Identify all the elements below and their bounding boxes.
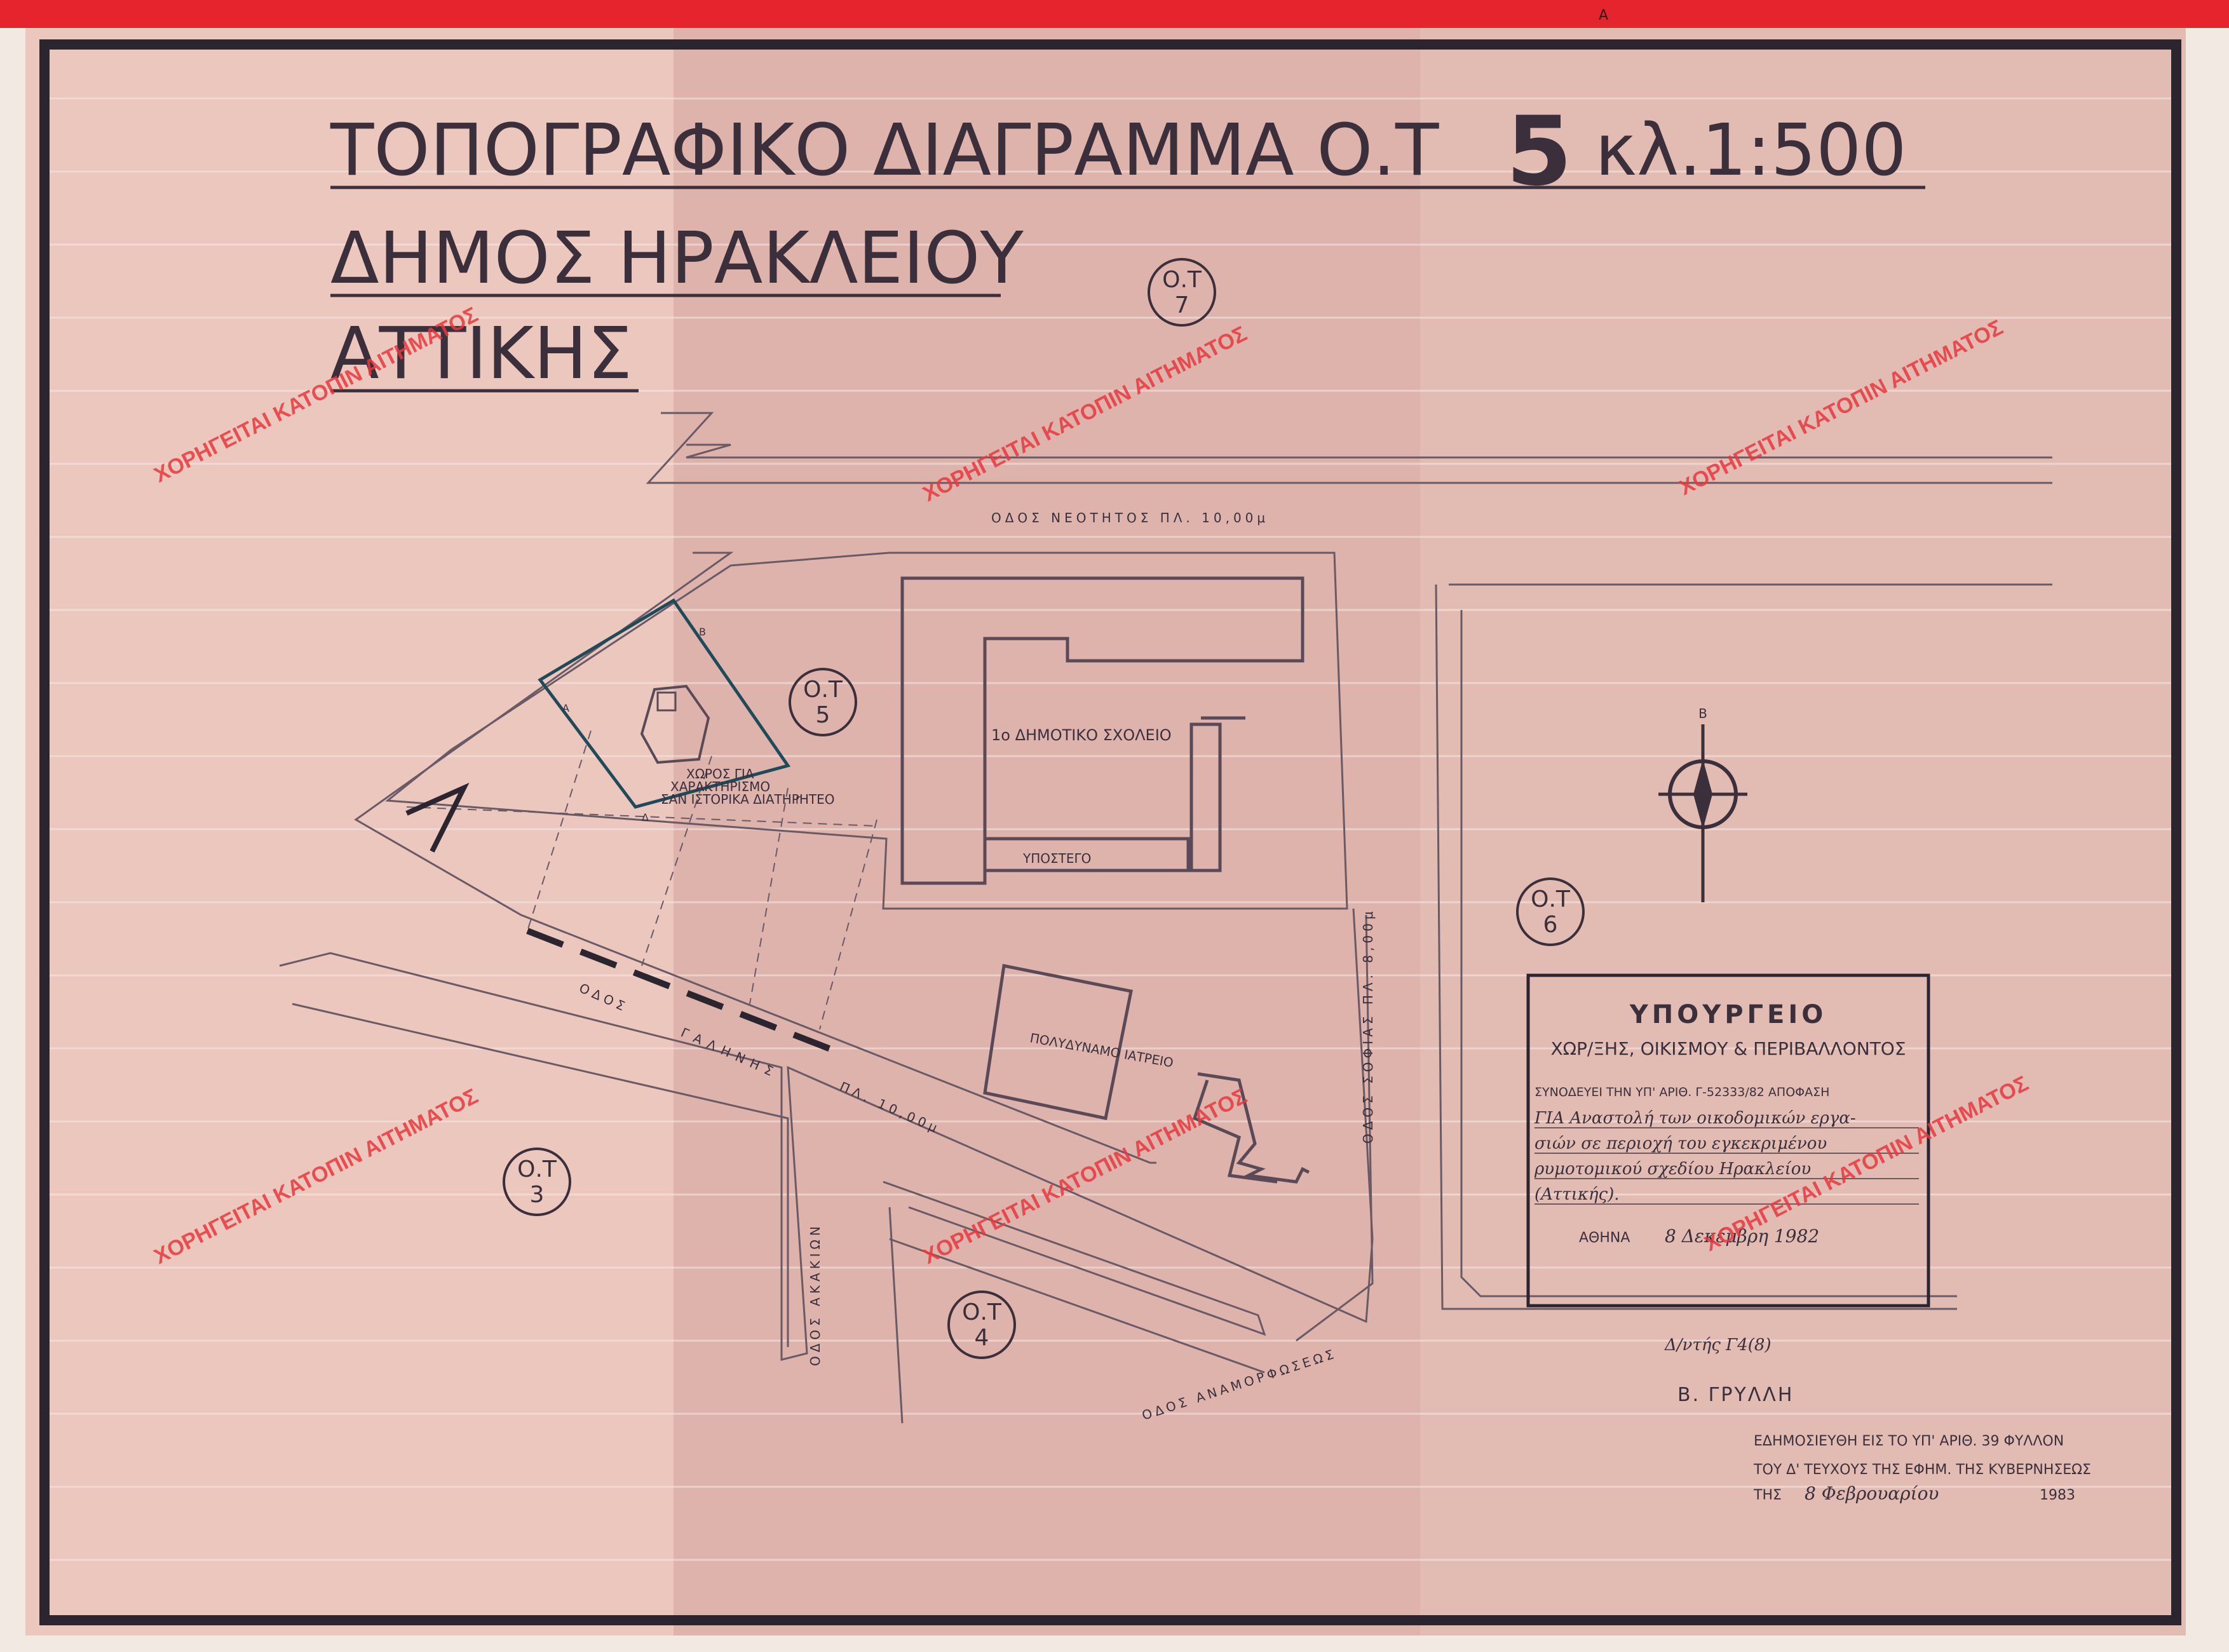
title-line2: ΔΗΜΟΣ ΗΡΑΚΛΕΙΟΥ <box>330 217 1024 300</box>
ministry-stamp: ΥΠΟΥΡΓΕΙΟ ΧΩΡ/ΞΗΣ, ΟΙΚΙΣΜΟΥ & ΠΕΡΙΒΑΛΛΟΝ… <box>1526 973 1930 1355</box>
publication-line-2: ΤΟΥ Δ' ΤΕΥΧΟΥΣ ΤΗΣ ΕΦΗΜ. ΤΗΣ ΚΥΒΕΡΝΗΣΕΩΣ <box>1753 1462 2091 1478</box>
north-arrow: Β <box>1658 706 1747 902</box>
corner-label-a: Α <box>562 702 569 714</box>
heritage-parcel: ΧΩΡΟΣ ΓΙΑ ΧΑΡΑΚΤΗΡΙΣΜΟ ΣΑΝ ΙΣΤΟΡΙΚΑ ΔΙΑΤ… <box>538 598 834 823</box>
sheet-marker: A <box>1599 8 1609 24</box>
block-4-prefix: Ο.Τ <box>962 1299 1002 1325</box>
corner-label-d: Δ <box>642 811 649 823</box>
publication-note: ΕΔΗΜΟΣΙΕΥΘΗ ΕΙΣ ΤΟ ΥΠ' ΑΡΙΘ. 39 ΦΥΛΛΟΝ Τ… <box>1753 1433 2091 1504</box>
heritage-label-3: ΣΑΝ ΙΣΤΟΡΙΚΑ ΔΙΑΤΗΡΗΤΕΟ <box>661 792 834 807</box>
block-marker-4: Ο.Τ 4 <box>947 1290 1016 1359</box>
block-4-number: 4 <box>975 1325 989 1351</box>
paper-rule-lines <box>44 97 2173 1561</box>
stamp-text-1: ΓΙΑ Αναστολή των οικοδομικών εργα- <box>1534 1109 1856 1128</box>
title-line1: ΤΟΠΟΓΡΑΦΙΚΟ ΔΙΑΓΡΑΜΜΑ Ο.Τ <box>330 109 1439 192</box>
publication-line-1: ΕΔΗΜΟΣΙΕΥΘΗ ΕΙΣ ΤΟ ΥΠ' ΑΡΙΘ. 39 ΦΥΛΛΟΝ <box>1754 1433 2064 1449</box>
corner-label-g: Γ <box>796 794 801 806</box>
stamp-title-2: ΧΩΡ/ΞΗΣ, ΟΙΚΙΣΜΟΥ & ΠΕΡΙΒΑΛΛΟΝΤΟΣ <box>1550 1038 1906 1059</box>
stamp-date-value: 8 Δεκέμβρη 1982 <box>1665 1226 1819 1247</box>
block-marker-3: Ο.Τ 3 <box>503 1148 571 1216</box>
block-6-number: 6 <box>1543 912 1558 938</box>
stamp-text-2: σιών σε περιοχή του εγκεκριμένου <box>1535 1134 1827 1153</box>
clinic-building <box>983 964 1310 1184</box>
stamp-date-label: ΑΘΗΝΑ <box>1579 1230 1630 1246</box>
map-border <box>39 39 2181 1625</box>
title-scale: κλ.1:500 <box>1595 109 1907 192</box>
ypostego-label: ΥΠΟΣΤΕΓΟ <box>1022 851 1091 866</box>
block-6-prefix: Ο.Τ <box>1531 886 1571 912</box>
block-marker-7: Ο.Τ 7 <box>1148 258 1216 327</box>
block-marker-5: Ο.Τ 5 <box>789 668 857 736</box>
stamp-sign-note: Δ/ντής Γ4(8) <box>1664 1336 1772 1355</box>
heritage-label-2: ΧΑΡΑΚΤΗΡΙΣΜΟ <box>670 779 770 794</box>
block-3-prefix: Ο.Τ <box>517 1156 557 1182</box>
street-neotitos-label: ΟΔΟΣ ΝΕΟΤΗΤΟΣ ΠΛ. 10,00μ <box>991 510 1269 525</box>
stamp-text-4: (Αττικής). <box>1535 1185 1619 1204</box>
publication-line-3-prefix: ΤΗΣ <box>1753 1487 1782 1503</box>
block-5-number: 5 <box>816 702 830 728</box>
title-block: ΤΟΠΟΓΡΑΦΙΚΟ ΔΙΑΓΡΑΜΜΑ Ο.Τ 5 κλ.1:500 ΔΗΜ… <box>330 97 1925 395</box>
publication-line-3-year: 1983 <box>2040 1487 2075 1503</box>
block-7-number: 7 <box>1175 292 1189 318</box>
street-akasion-label: ΟΔΟΣ ΑΚΑΚΙΩΝ <box>808 1222 823 1366</box>
block-7-prefix: Ο.Τ <box>1162 267 1202 293</box>
block-5-prefix: Ο.Τ <box>803 677 843 703</box>
right-shaded-band <box>1420 28 2186 1635</box>
street-sofias-label: ΟΔΟΣ ΣΟΦΙΑΣ ΠΛ. 8,00μ <box>1360 907 1376 1144</box>
school-building <box>900 576 1304 885</box>
title-block-number: 5 <box>1506 97 1572 207</box>
stamp-ref: ΣΥΝΟΔΕΥΕΙ ΤΗΝ ΥΠ' ΑΡΙΘ. Γ-52333/82 ΑΠΟΦΑ… <box>1535 1085 1829 1099</box>
block-3-number: 3 <box>530 1182 545 1208</box>
school-label: 1ο ΔΗΜΟΤΙΚΟ ΣΧΟΛΕΙΟ <box>991 726 1172 744</box>
top-red-band: A <box>0 0 2229 28</box>
stamp-text-3: ρυμοτομικού σχεδίου Ηρακλείου <box>1534 1160 1811 1179</box>
corner-label-b: Β <box>699 626 706 638</box>
watermark-4: ΧΟΡΗΓΕΙΤΑΙ ΚΑΤΟΠΙΝ ΑΙΤΗΜΑΤΟΣ <box>150 1084 482 1269</box>
street-lines <box>279 412 2052 1424</box>
stamp-title-1: ΥΠΟΥΡΓΕΙΟ <box>1629 1000 1827 1029</box>
street-galinis-label-1: ΟΔΟΣ <box>577 980 631 1015</box>
block-marker-6: Ο.Τ 6 <box>1516 877 1585 946</box>
north-label: Β <box>1698 706 1707 721</box>
block-corner-line <box>405 782 470 853</box>
title-line3: ΑΤΤΙΚΗΣ <box>330 313 632 395</box>
signature-name: Β. ΓΡΥΛΛΗ <box>1677 1384 1794 1406</box>
publication-line-3-date: 8 Φεβρουαρίου <box>1805 1483 1939 1504</box>
heritage-label-1: ΧΩΡΟΣ ΓΙΑ <box>686 766 754 782</box>
